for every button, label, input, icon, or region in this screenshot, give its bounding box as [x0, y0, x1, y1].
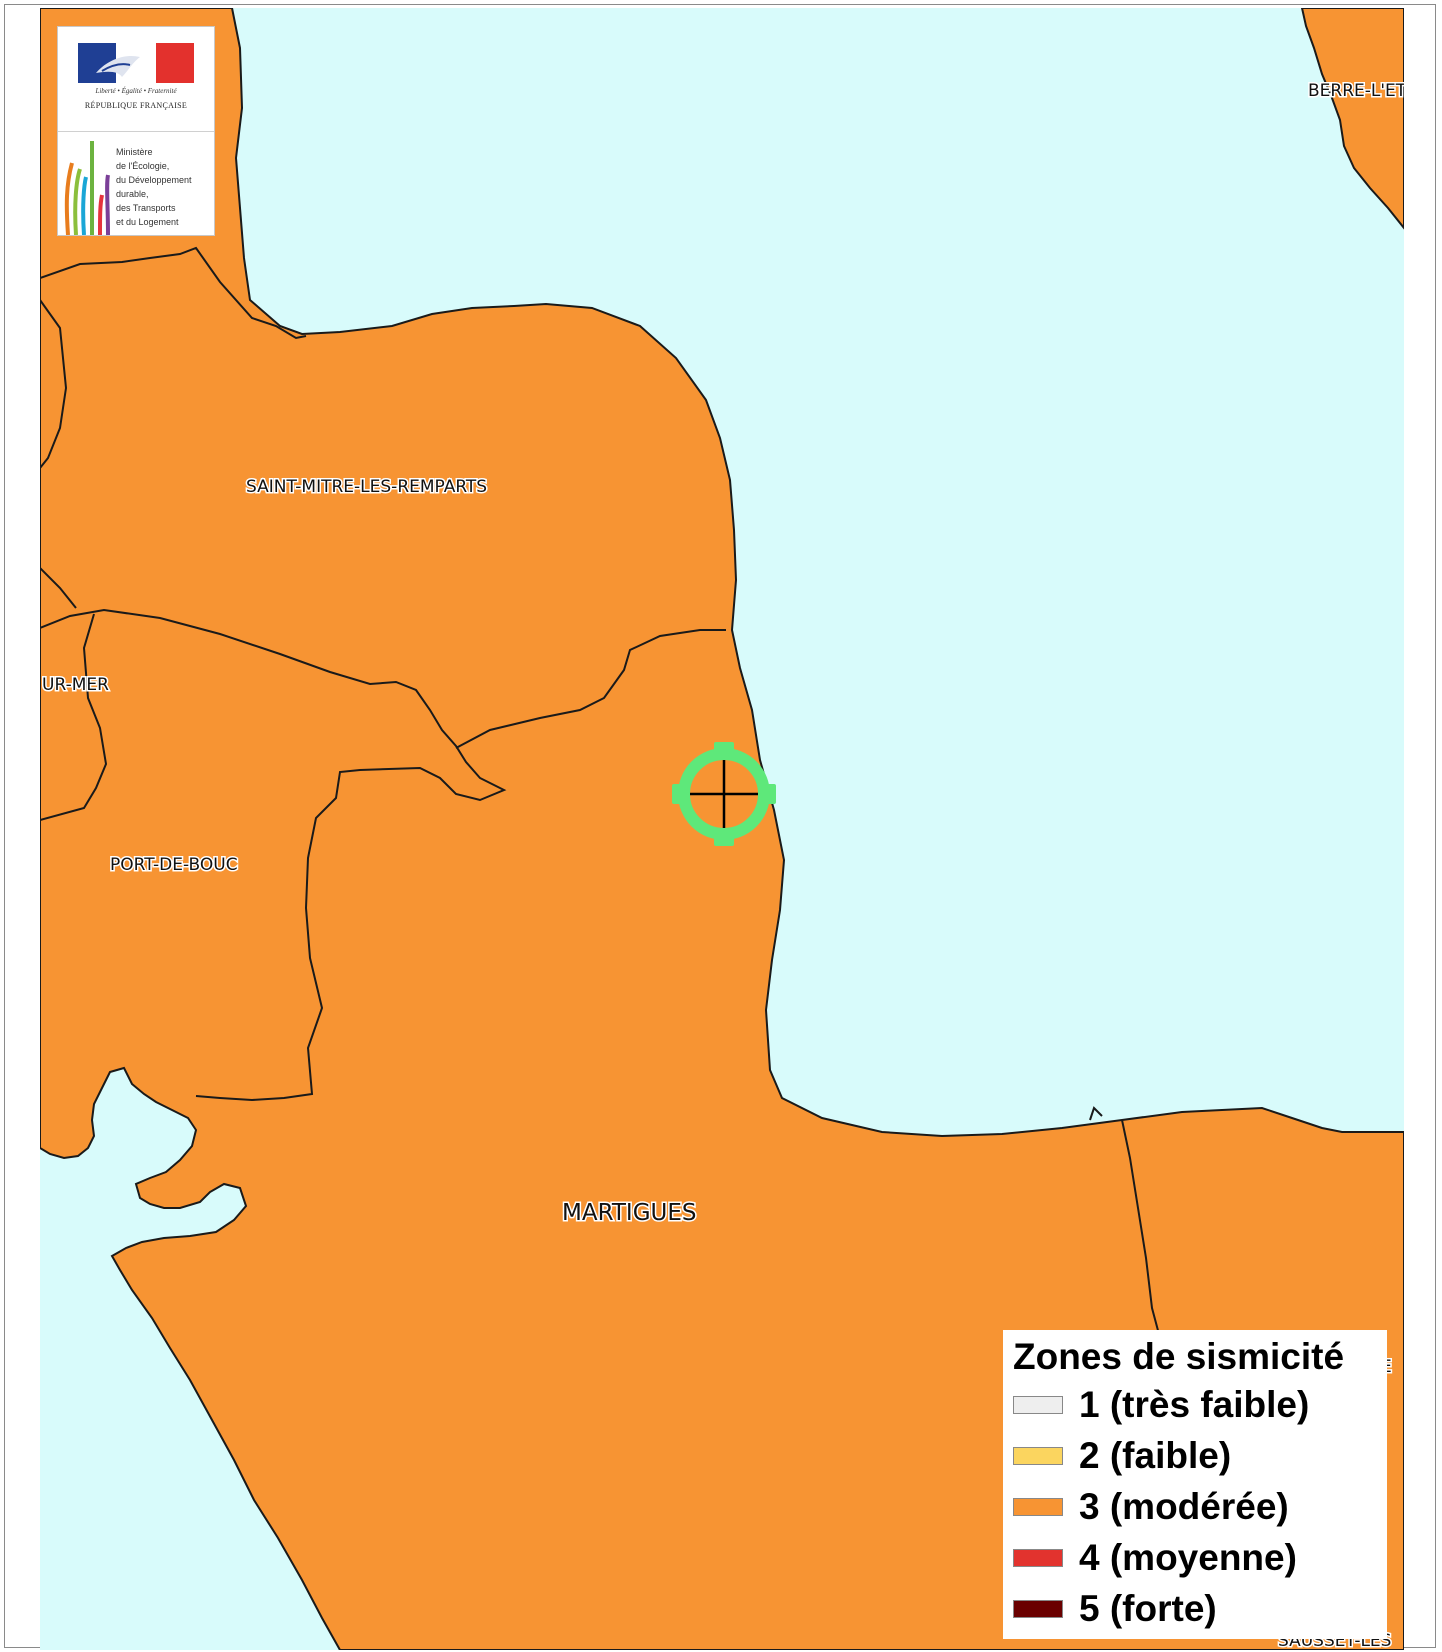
legend-item-zone-4: 4 (moyenne) — [1013, 1535, 1383, 1581]
place-label-berre: BERRE-L'ET — [1308, 81, 1404, 101]
place-label-martigues: MARTIGUES — [562, 1200, 697, 1226]
commune-borders — [40, 246, 1161, 1339]
legend-item-zone-5: 5 (forte) — [1013, 1586, 1383, 1632]
map-legend: Zones de sismicité 1 (très faible) 2 (fa… — [1003, 1330, 1387, 1639]
republic-name: RÉPUBLIQUE FRANÇAISE — [84, 101, 188, 110]
marianne-flag-icon — [78, 43, 194, 83]
place-label-saint-mitre: SAINT-MITRE-LES-REMPARTS — [246, 477, 487, 497]
legend-swatch — [1013, 1600, 1063, 1618]
legend-swatch — [1013, 1498, 1063, 1516]
ministry-logo: Liberté • Égalité • Fraternité RÉPUBLIQU… — [57, 26, 215, 236]
republique-francaise-block: Liberté • Égalité • Fraternité RÉPUBLIQU… — [58, 27, 214, 132]
crosshair-target-icon[interactable] — [672, 742, 776, 846]
legend-label: 5 (forte) — [1079, 1588, 1217, 1629]
ministry-stripes-icon — [64, 141, 110, 235]
land-east-north — [1300, 8, 1404, 230]
legend-item-zone-2: 2 (faible) — [1013, 1433, 1383, 1479]
legend-item-zone-1: 1 (très faible) — [1013, 1382, 1383, 1428]
ministry-name: Ministère de l'Écologie, du Développemen… — [116, 147, 192, 227]
legend-title: Zones de sismicité — [1013, 1336, 1345, 1377]
legend-label: 2 (faible) — [1079, 1435, 1232, 1476]
republic-motto: Liberté • Égalité • Fraternité — [95, 87, 177, 95]
seismic-zone-map[interactable]: SAINT-MITRE-LES-REMPARTS PORT-DE-BOUC MA… — [40, 8, 1404, 1650]
place-label-port-de-bouc: PORT-DE-BOUC — [110, 855, 238, 875]
legend-swatch — [1013, 1396, 1063, 1414]
map-canvas: SAINT-MITRE-LES-REMPARTS PORT-DE-BOUC MA… — [40, 8, 1404, 1650]
legend-label: 1 (très faible) — [1079, 1384, 1310, 1425]
legend-swatch — [1013, 1447, 1063, 1465]
legend-item-zone-3: 3 (modérée) — [1013, 1484, 1383, 1530]
legend-swatch — [1013, 1549, 1063, 1567]
place-label-ur-mer: UR-MER — [42, 675, 109, 695]
legend-label: 4 (moyenne) — [1079, 1537, 1297, 1578]
legend-label: 3 (modérée) — [1079, 1486, 1289, 1527]
